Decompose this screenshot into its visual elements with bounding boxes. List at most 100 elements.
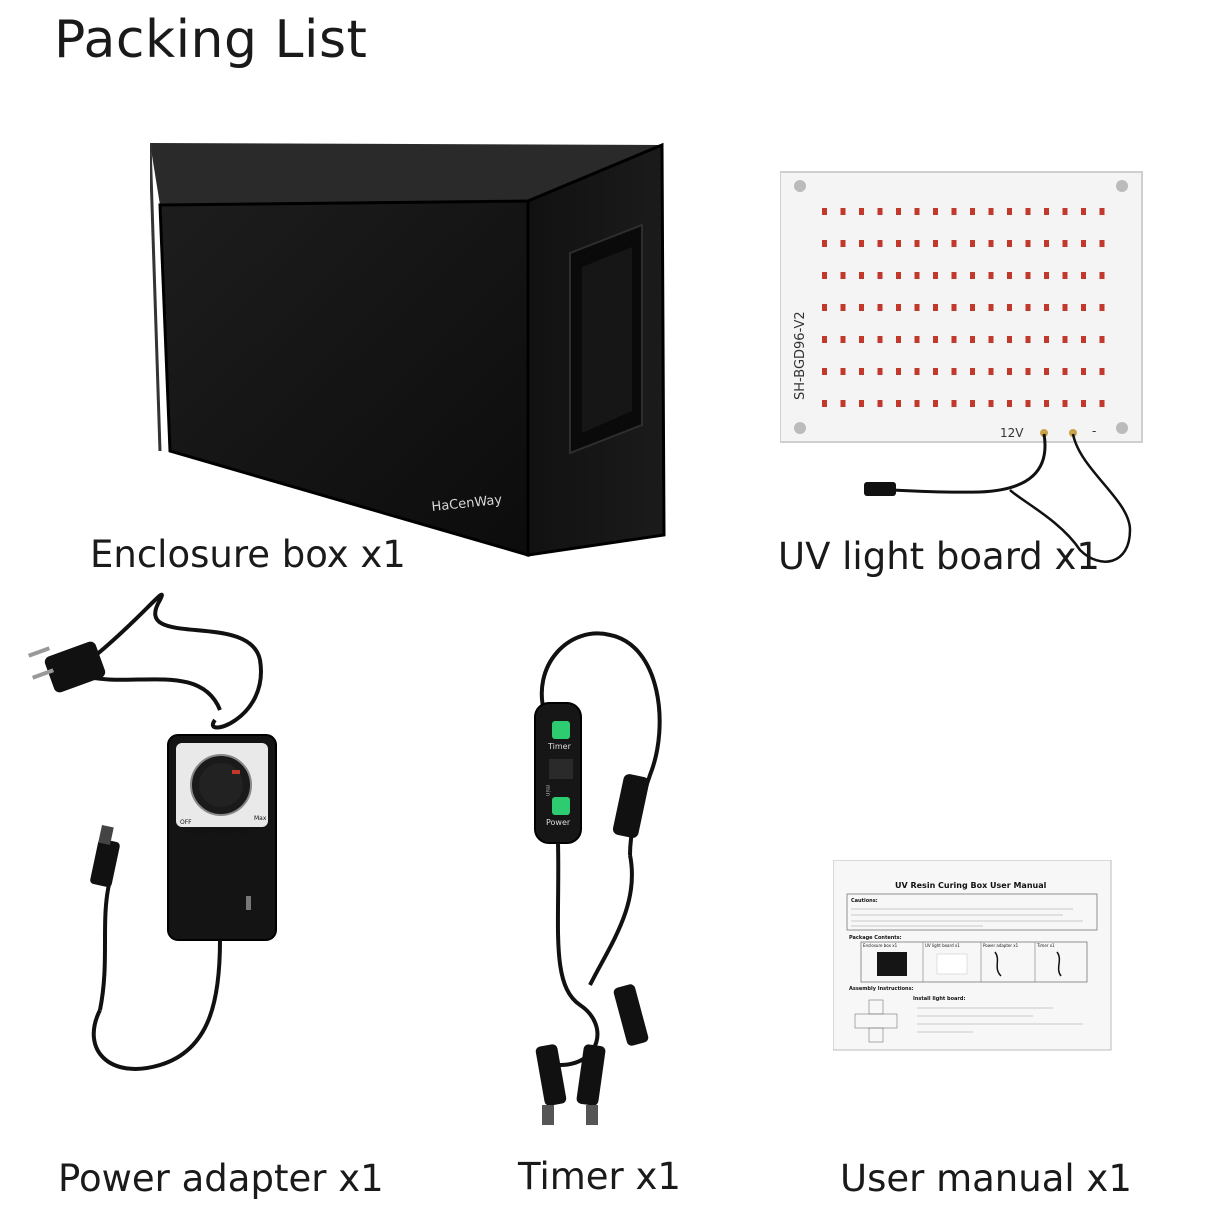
- led: [1081, 208, 1086, 215]
- power-adapter-caption: Power adapter x1: [58, 1157, 384, 1200]
- led: [822, 240, 827, 247]
- timer-image: Timer min Power: [490, 625, 690, 1145]
- led: [914, 272, 920, 279]
- led: [1044, 368, 1049, 375]
- led: [1025, 272, 1031, 279]
- led: [1025, 240, 1031, 247]
- led: [933, 208, 938, 215]
- led: [1081, 240, 1086, 247]
- led: [933, 240, 938, 247]
- uv-light-board-image: SH-BGD96-V2 12V -: [779, 170, 1150, 580]
- led: [896, 400, 901, 407]
- led: [1099, 368, 1105, 375]
- led: [1044, 240, 1049, 247]
- led: [1099, 208, 1105, 215]
- led: [988, 336, 994, 343]
- led: [877, 240, 883, 247]
- led: [822, 272, 827, 279]
- led: [1062, 336, 1068, 343]
- led: [1025, 368, 1031, 375]
- led: [1081, 272, 1086, 279]
- led: [951, 400, 957, 407]
- board-minus-label: -: [1092, 424, 1096, 438]
- led: [914, 368, 920, 375]
- brand-logo-text: HaCenWay: [431, 493, 503, 515]
- led: [840, 336, 846, 343]
- led: [1062, 368, 1068, 375]
- led: [951, 304, 957, 311]
- led: [1062, 304, 1068, 311]
- led: [951, 240, 957, 247]
- manual-cell-adapter: Power adapter x1: [983, 943, 1019, 948]
- led: [859, 208, 864, 215]
- led: [951, 272, 957, 279]
- led: [970, 368, 975, 375]
- led: [822, 208, 827, 215]
- led: [1062, 208, 1068, 215]
- led: [877, 336, 883, 343]
- led: [1025, 336, 1031, 343]
- led: [988, 272, 994, 279]
- led: [1062, 400, 1068, 407]
- power-adapter-image: OFF Max POWER CONTROL: [20, 580, 340, 1120]
- led: [1007, 400, 1012, 407]
- led: [877, 208, 883, 215]
- led: [859, 240, 864, 247]
- led: [1044, 400, 1049, 407]
- led: [840, 400, 846, 407]
- led: [970, 240, 975, 247]
- led: [1062, 240, 1068, 247]
- led: [1044, 272, 1049, 279]
- led: [1044, 208, 1049, 215]
- led: [840, 304, 846, 311]
- led: [859, 304, 864, 311]
- led: [914, 240, 920, 247]
- led: [1044, 336, 1049, 343]
- led: [840, 240, 846, 247]
- led: [896, 304, 901, 311]
- led: [859, 368, 864, 375]
- power-button-label: Power: [546, 818, 571, 827]
- timer-button-label: Timer: [547, 742, 572, 751]
- led: [933, 336, 938, 343]
- led: [877, 368, 883, 375]
- led: [859, 272, 864, 279]
- dial-label: POWER CONTROL: [186, 828, 248, 836]
- led: [933, 272, 938, 279]
- led: [914, 304, 920, 311]
- led: [951, 336, 957, 343]
- led: [1007, 368, 1012, 375]
- manual-assembly-heading: Assembly Instructions:: [849, 986, 914, 992]
- enclosure-box-caption: Enclosure box x1: [90, 533, 406, 576]
- led: [951, 208, 957, 215]
- timer-caption: Timer x1: [518, 1155, 681, 1198]
- led: [914, 400, 920, 407]
- led: [914, 336, 920, 343]
- led: [1099, 240, 1105, 247]
- led: [1081, 336, 1086, 343]
- led: [1007, 208, 1012, 215]
- led: [970, 272, 975, 279]
- manual-cell-board: UV light board x1: [925, 943, 960, 948]
- led: [1081, 400, 1086, 407]
- dial-max-label: Max: [254, 815, 267, 822]
- led: [1081, 368, 1086, 375]
- led: [1062, 272, 1068, 279]
- led: [822, 400, 827, 407]
- led: [933, 304, 938, 311]
- manual-cautions-heading: Cautions:: [851, 898, 878, 904]
- led: [970, 304, 975, 311]
- user-manual-image: UV Resin Curing Box User Manual Cautions…: [832, 859, 1113, 1052]
- led: [988, 400, 994, 407]
- manual-title: UV Resin Curing Box User Manual: [895, 881, 1047, 890]
- led: [951, 368, 957, 375]
- led: [933, 368, 938, 375]
- led: [877, 272, 883, 279]
- dial-min-label: OFF: [180, 819, 192, 826]
- led: [896, 368, 901, 375]
- led: [840, 368, 846, 375]
- led: [877, 400, 883, 407]
- manual-package-heading: Package Contents:: [849, 935, 902, 941]
- led: [988, 208, 994, 215]
- led: [896, 336, 901, 343]
